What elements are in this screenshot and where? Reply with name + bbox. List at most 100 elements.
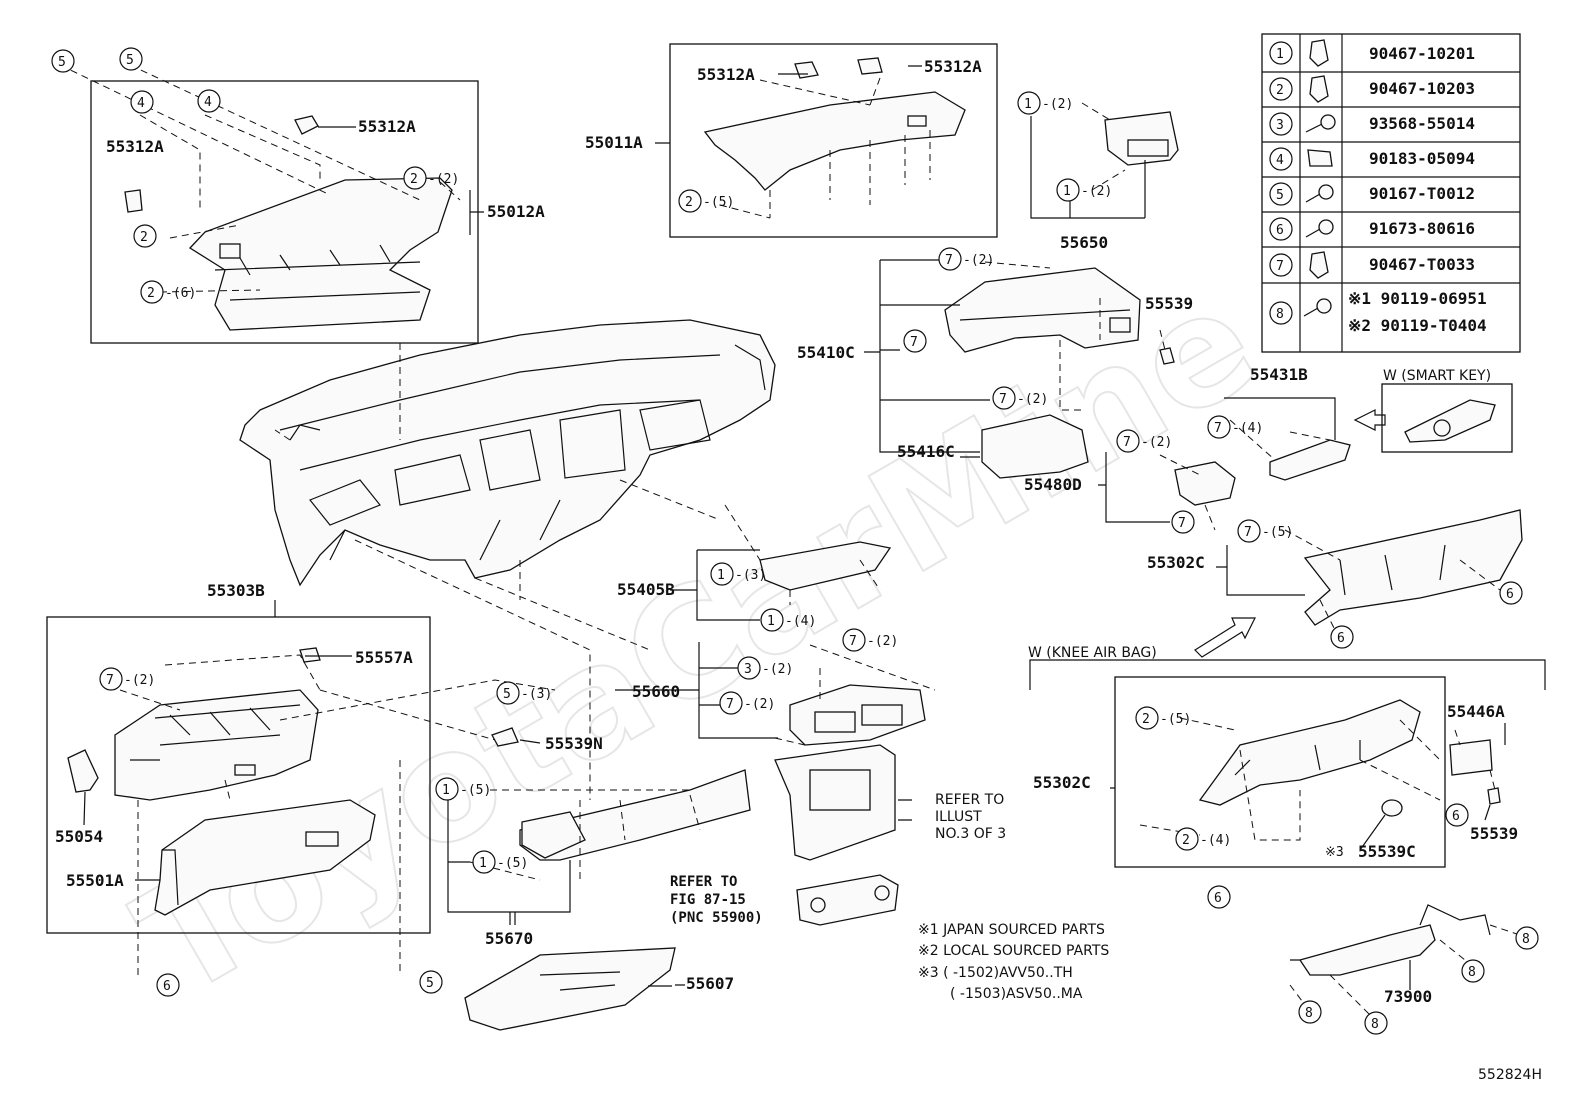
screw-icon — [1305, 114, 1336, 133]
callout: 6 — [1214, 891, 1222, 906]
callout: 6 — [1452, 809, 1460, 824]
callout: 1 — [1063, 184, 1071, 199]
fastener-rows: 1 90467-10201 2 90467-10203 3 93568-5501… — [1269, 39, 1487, 335]
clip-55312A — [294, 115, 319, 135]
part-label: 55312A — [697, 65, 755, 84]
callout-qty: -(2) — [1017, 392, 1048, 407]
callout-qty: -(2) — [428, 172, 459, 187]
callout: 5 — [503, 687, 511, 702]
callout-qty: -(3) — [521, 687, 552, 702]
callout-qty: -(5) — [460, 783, 491, 798]
center-vent-55660 — [789, 684, 926, 746]
callout-qty: -(2) — [762, 662, 793, 677]
clip-icon — [1309, 39, 1329, 67]
part-label: 55650 — [1060, 233, 1108, 252]
refer-fig-line3: (PNC 55900) — [670, 910, 763, 926]
part-label: 55303B — [207, 581, 265, 600]
smart-key-box — [1381, 383, 1513, 453]
part-label: 55557A — [355, 648, 413, 667]
refer-fig-line1: REFER TO — [670, 874, 737, 890]
glovebox-door-55501A — [154, 799, 376, 916]
part-label: 55446A — [1447, 702, 1505, 721]
callout: 7 — [726, 697, 734, 712]
side-vent-55650 — [1104, 111, 1179, 166]
callout: 7 — [106, 673, 114, 688]
part-label: 55405B — [617, 580, 675, 599]
part-label: 55416C — [897, 442, 955, 461]
callout: 2 — [140, 230, 148, 245]
part-label: 55660 — [632, 682, 680, 701]
vent-55446A — [1449, 739, 1493, 776]
clip-icon — [1309, 251, 1329, 279]
callouts: 5 5 4 4 2 -(2) 2 2 -(6) 2 -(5) 1 -(2) 1 … — [51, 47, 1539, 1035]
smart-key-label: W (SMART KEY) — [1383, 368, 1491, 384]
part-label: 55501A — [66, 871, 124, 890]
nut-icon — [1307, 149, 1333, 167]
callout-qty: -(4) — [785, 614, 816, 629]
part-label: 55607 — [686, 974, 734, 993]
bolt-icon — [1305, 219, 1334, 238]
refer-fig-line2: FIG 87-15 — [670, 892, 746, 908]
callout: 7 — [1244, 525, 1252, 540]
footnote-4: ( -1503)ASV50..MA — [950, 986, 1083, 1002]
fastener-num: 5 — [1276, 188, 1284, 203]
callout: 7 — [945, 253, 953, 268]
callout: 5 — [58, 55, 66, 70]
callout: 8 — [1522, 932, 1530, 947]
diagram-id: 552824H — [1478, 1067, 1542, 1083]
lower-panel-55431B — [1269, 439, 1351, 481]
fastener-part: 90467-10201 — [1369, 44, 1475, 63]
callout-qty: -(2) — [124, 673, 155, 688]
refer-illust-line2: ILLUST — [935, 809, 982, 825]
callout-qty: -(5) — [1160, 712, 1191, 727]
part-label: 55670 — [485, 929, 533, 948]
callout: 8 — [1371, 1017, 1379, 1032]
callout: 7 — [910, 335, 918, 350]
arrow-icon — [1353, 409, 1386, 431]
clip-icon — [1309, 75, 1329, 103]
part-label: 55302C — [1147, 553, 1205, 572]
fastener-part: 90467-10203 — [1369, 79, 1475, 98]
callout: 2 — [1142, 712, 1150, 727]
callout: 7 — [849, 634, 857, 649]
callout: 1 — [442, 783, 450, 798]
cluster-panel-55416C — [981, 414, 1089, 479]
callout-qty: -(5) — [497, 856, 528, 871]
callout: 1 — [1024, 97, 1032, 112]
callout: 1 — [717, 568, 725, 583]
fastener-num: 1 — [1276, 47, 1284, 62]
cluster-bezel-55410C — [944, 267, 1141, 353]
callout-qty: -(4) — [1232, 421, 1263, 436]
callout: 1 — [479, 856, 487, 871]
climate-control — [796, 874, 899, 926]
callout: 8 — [1305, 1006, 1313, 1021]
footnote-1: ※1 JAPAN SOURCED PARTS — [918, 922, 1105, 938]
dashboard-frame — [239, 319, 776, 587]
part-label: 55539N — [545, 734, 603, 753]
fastener-num: 2 — [1276, 83, 1284, 98]
callout-qty: -(2) — [1042, 97, 1073, 112]
callout: 2 — [685, 195, 693, 210]
knee-airbag-label: W (KNEE AIR BAG) — [1028, 645, 1157, 661]
callout: 6 — [1337, 631, 1345, 646]
meter-hood-panel — [703, 91, 966, 191]
fastener-num: 8 — [1276, 307, 1284, 322]
callout: 1 — [767, 614, 775, 629]
callout: 7 — [1178, 516, 1186, 531]
refer-illust-line1: REFER TO — [935, 792, 1004, 808]
panel-box-55011A — [669, 43, 998, 238]
part-label: 55480D — [1024, 475, 1082, 494]
callout-qty: -(4) — [1200, 833, 1231, 848]
callout-qty: -(3) — [735, 568, 766, 583]
callout-qty: -(2) — [744, 697, 775, 712]
callout: 2 — [410, 172, 418, 187]
fastener-num: 3 — [1276, 118, 1284, 133]
bolt-icon — [1303, 298, 1332, 317]
callout: 7 — [999, 392, 1007, 407]
fastener-num: 4 — [1276, 153, 1284, 168]
fastener-num: 6 — [1276, 223, 1284, 238]
callout-qty: -(6) — [165, 286, 196, 301]
part-label: 55012A — [487, 202, 545, 221]
callout: 3 — [744, 662, 752, 677]
fastener-num: 7 — [1276, 259, 1284, 274]
